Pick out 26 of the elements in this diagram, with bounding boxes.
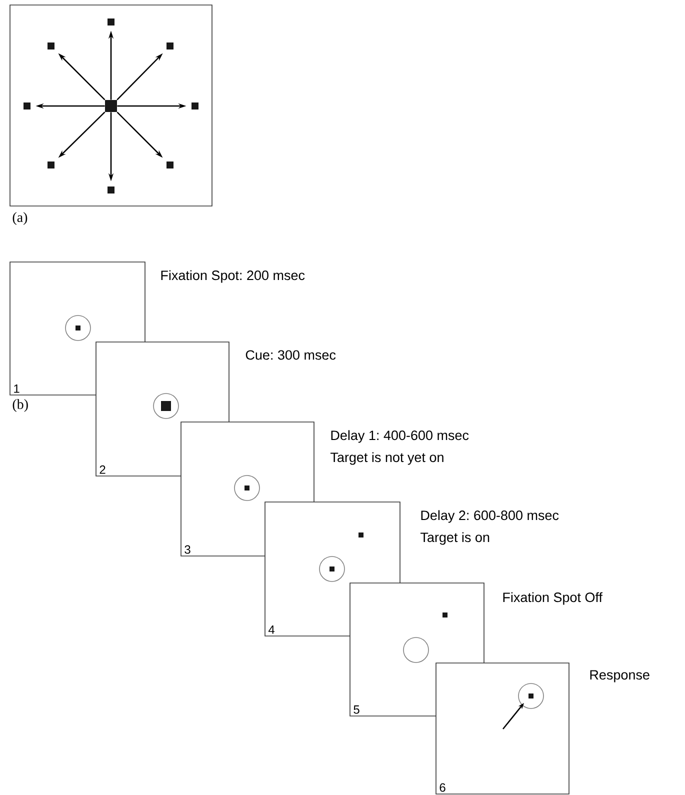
target-square xyxy=(192,102,198,110)
frame-number: 2 xyxy=(100,465,106,474)
duration-label: Delay 1: 400-600 msec xyxy=(331,430,469,443)
duration-label: Fixation Spot: 200 msec xyxy=(161,270,305,283)
target-square xyxy=(166,162,174,168)
duration-label: Target is on xyxy=(420,532,490,545)
target-square xyxy=(48,162,54,168)
duration-label: Cue: 300 msec xyxy=(246,350,336,360)
screen-frame xyxy=(436,662,570,794)
duration-label: Target is not yet on xyxy=(330,452,444,465)
duration-label: Delay 2: 600-800 msec xyxy=(421,510,559,523)
panel-label: (a) xyxy=(12,212,28,225)
panel-frame xyxy=(10,4,212,206)
frame-number: 1 xyxy=(14,384,20,393)
target-square xyxy=(166,42,174,50)
frame-number: 6 xyxy=(440,783,446,792)
target-square xyxy=(48,42,54,50)
frame-number: 5 xyxy=(354,705,360,714)
frame-number: 4 xyxy=(268,626,275,634)
target-square xyxy=(108,186,114,194)
target-square xyxy=(24,102,30,110)
duration-label: Fixation Spot Off xyxy=(503,592,602,605)
frame-number: 3 xyxy=(184,545,190,554)
target-square xyxy=(108,18,114,26)
duration-label: Response xyxy=(590,670,650,682)
center-square xyxy=(105,100,117,112)
